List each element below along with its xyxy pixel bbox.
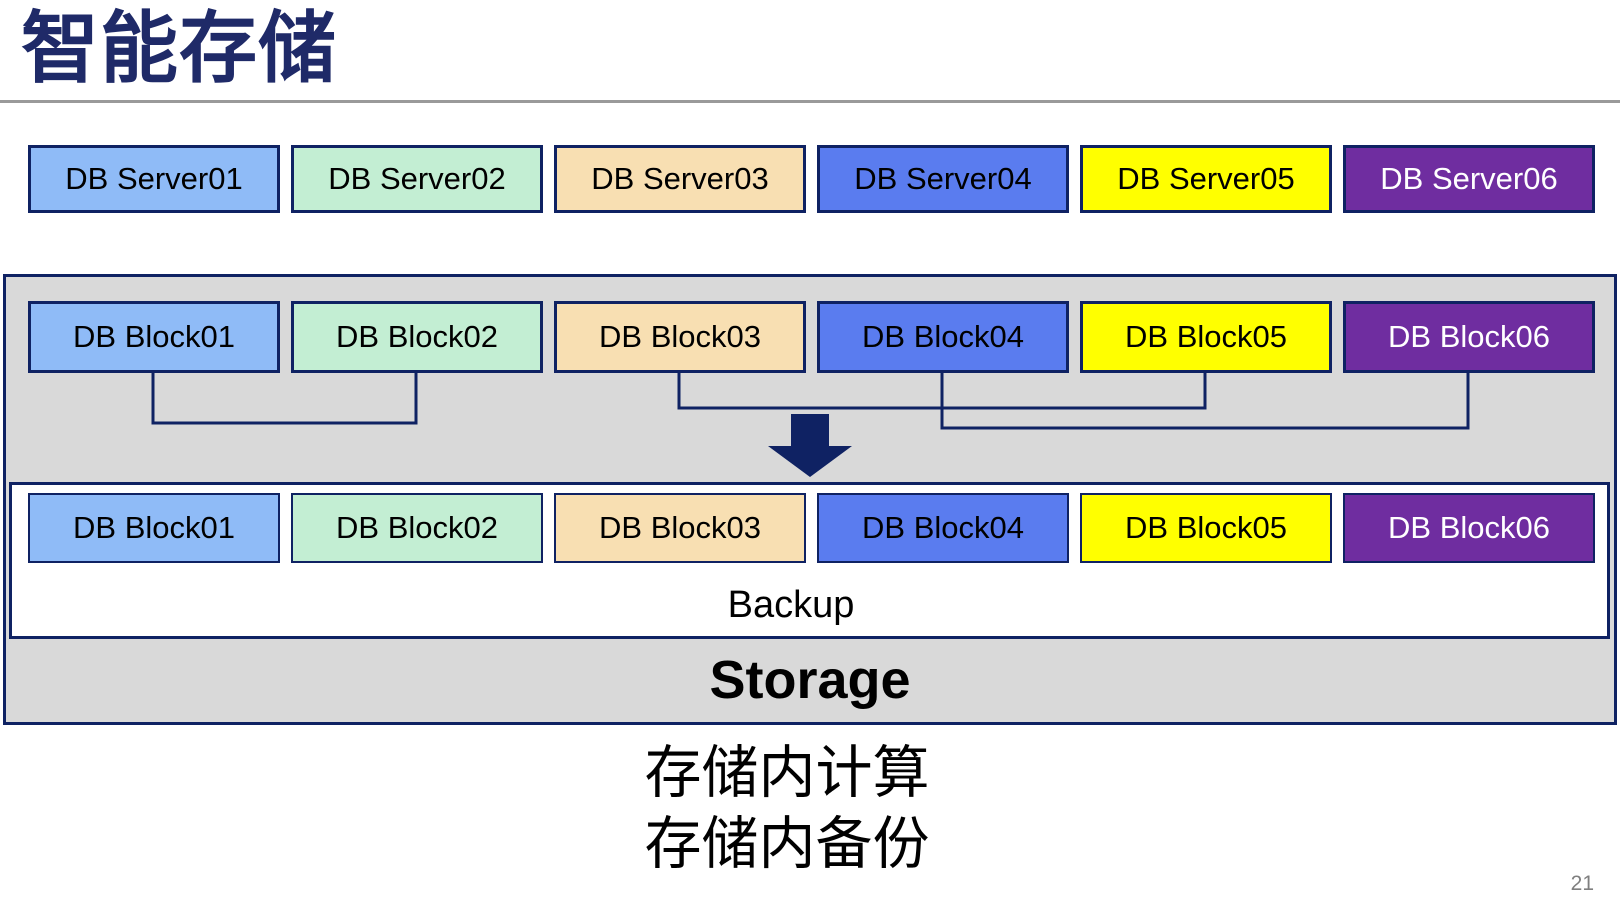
db-block-box: DB Block02: [291, 301, 543, 373]
db-server-box: DB Server02: [291, 145, 543, 213]
storage-label: Storage: [709, 650, 911, 710]
db-block-label: DB Block06: [1388, 510, 1550, 545]
db-server-box: DB Server06: [1343, 145, 1595, 213]
db-block-box: DB Block03: [554, 301, 806, 373]
db-server-box: DB Server04: [817, 145, 1069, 213]
db-block-box: DB Block01: [28, 493, 280, 563]
db-block-box: DB Block06: [1343, 493, 1595, 563]
db-server-label: DB Server05: [1117, 161, 1295, 196]
db-server-label: DB Server01: [65, 161, 243, 196]
db-server-label: DB Server04: [854, 161, 1032, 196]
db-block-label: DB Block01: [73, 510, 235, 545]
db-block-label: DB Block05: [1125, 319, 1287, 354]
db-block-box: DB Block03: [554, 493, 806, 563]
db-block-label: DB Block01: [73, 319, 235, 354]
db-block-label: DB Block03: [599, 510, 761, 545]
db-block-label: DB Block04: [862, 319, 1024, 354]
db-block-box: DB Block01: [28, 301, 280, 373]
page-title: 智能存储: [21, 4, 338, 92]
db-block-box: DB Block02: [291, 493, 543, 563]
db-block-label: DB Block04: [862, 510, 1024, 545]
db-block-box: DB Block06: [1343, 301, 1595, 373]
db-server-label: DB Server06: [1380, 161, 1558, 196]
db-block-label: DB Block03: [599, 319, 761, 354]
backup-label: Backup: [727, 584, 855, 626]
db-block-box: DB Block05: [1080, 493, 1332, 563]
db-block-label: DB Block05: [1125, 510, 1287, 545]
caption-line-1: 存储内计算: [644, 741, 930, 805]
caption-line-2: 存储内备份: [644, 812, 930, 876]
db-server-label: DB Server02: [328, 161, 506, 196]
db-server-box: DB Server03: [554, 145, 806, 213]
db-block-label: DB Block02: [336, 319, 498, 354]
db-block-label: DB Block06: [1388, 319, 1550, 354]
db-block-box: DB Block04: [817, 301, 1069, 373]
db-server-box: DB Server01: [28, 145, 280, 213]
title-divider: [0, 100, 1620, 103]
db-block-box: DB Block04: [817, 493, 1069, 563]
db-server-box: DB Server05: [1080, 145, 1332, 213]
page-number: 21: [1570, 872, 1594, 895]
db-block-box: DB Block05: [1080, 301, 1332, 373]
db-server-label: DB Server03: [591, 161, 769, 196]
db-block-label: DB Block02: [336, 510, 498, 545]
caption: 存储内计算 存储内备份: [0, 738, 1574, 880]
